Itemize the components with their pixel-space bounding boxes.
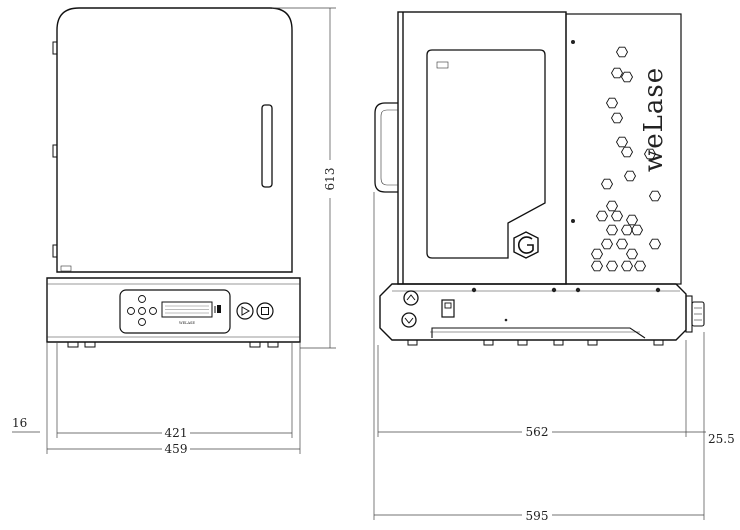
hex-cell (610, 112, 624, 124)
dim-height (272, 7, 336, 349)
hex-cell (590, 260, 604, 272)
hinge-top (52, 41, 58, 55)
hex-cell (630, 224, 644, 236)
side-chassis (379, 283, 687, 341)
stop-icon (256, 302, 274, 320)
base-slot (431, 327, 646, 339)
dim-foot-offset-label: 16 (12, 416, 27, 430)
hex-cell (605, 224, 619, 236)
hex-cell (643, 148, 657, 160)
hex-cell (615, 136, 629, 148)
hex-cell (590, 248, 604, 260)
port-icon (214, 305, 221, 313)
window-label (436, 61, 449, 69)
hex-panel-screws (571, 40, 575, 223)
side-handle (374, 102, 398, 193)
play-icon (236, 302, 254, 320)
front-view: WELASE 613 421 (12, 7, 337, 456)
hex-cell (625, 248, 639, 260)
hex-cell (605, 97, 619, 109)
hex-cell (625, 214, 639, 226)
dim-inner-width (56, 342, 293, 438)
hinge-middle (52, 144, 58, 158)
hex-cell (620, 260, 634, 272)
brand-logo: weLase (639, 67, 669, 172)
side-feet (407, 339, 664, 346)
hex-cell (605, 260, 619, 272)
dim-outer-width (46, 342, 301, 454)
hex-cell (615, 238, 629, 250)
hex-cell (623, 170, 637, 182)
side-view: weLase (373, 11, 735, 523)
side-body (397, 11, 567, 285)
hex-cell (620, 71, 634, 83)
side-window (426, 49, 546, 259)
hex-cell (610, 210, 624, 222)
dim-total-depth (373, 192, 705, 520)
hex-cell (600, 178, 614, 190)
hex-cell (633, 260, 647, 272)
dim-total-depth-label: 595 (526, 509, 549, 523)
dim-inner-width-label: 421 (165, 426, 188, 440)
dim-depth (377, 340, 706, 437)
hex-cell (610, 67, 624, 79)
hex-cell (600, 238, 614, 250)
g-logo-icon (513, 231, 539, 259)
panel-brand: WELASE (179, 321, 195, 325)
front-door (56, 7, 293, 273)
dpad-icon (127, 295, 157, 326)
hex-cell (648, 238, 662, 250)
hex-cell (595, 210, 609, 222)
display-grid (165, 305, 209, 314)
dim-outer-width-label: 459 (165, 442, 188, 456)
hinge-bottom (52, 244, 58, 258)
front-feet (67, 341, 279, 348)
hex-cell (620, 146, 634, 158)
door-label (60, 265, 72, 272)
door-handle (261, 104, 273, 188)
dim-height-label: 613 (323, 168, 337, 191)
hex-cell (648, 190, 662, 202)
control-panel (119, 289, 231, 334)
hex-cell (615, 46, 629, 58)
dim-rear-label: 25.5 (708, 432, 735, 446)
connector-icon (685, 295, 705, 333)
display-screen (161, 301, 213, 318)
knob-icon (401, 290, 419, 328)
switch-icon (441, 299, 455, 318)
hex-cell (605, 200, 619, 212)
hex-cell (620, 224, 634, 236)
dim-depth-label: 562 (526, 425, 549, 439)
hex-pattern (590, 46, 662, 272)
chassis-screws (471, 287, 661, 322)
